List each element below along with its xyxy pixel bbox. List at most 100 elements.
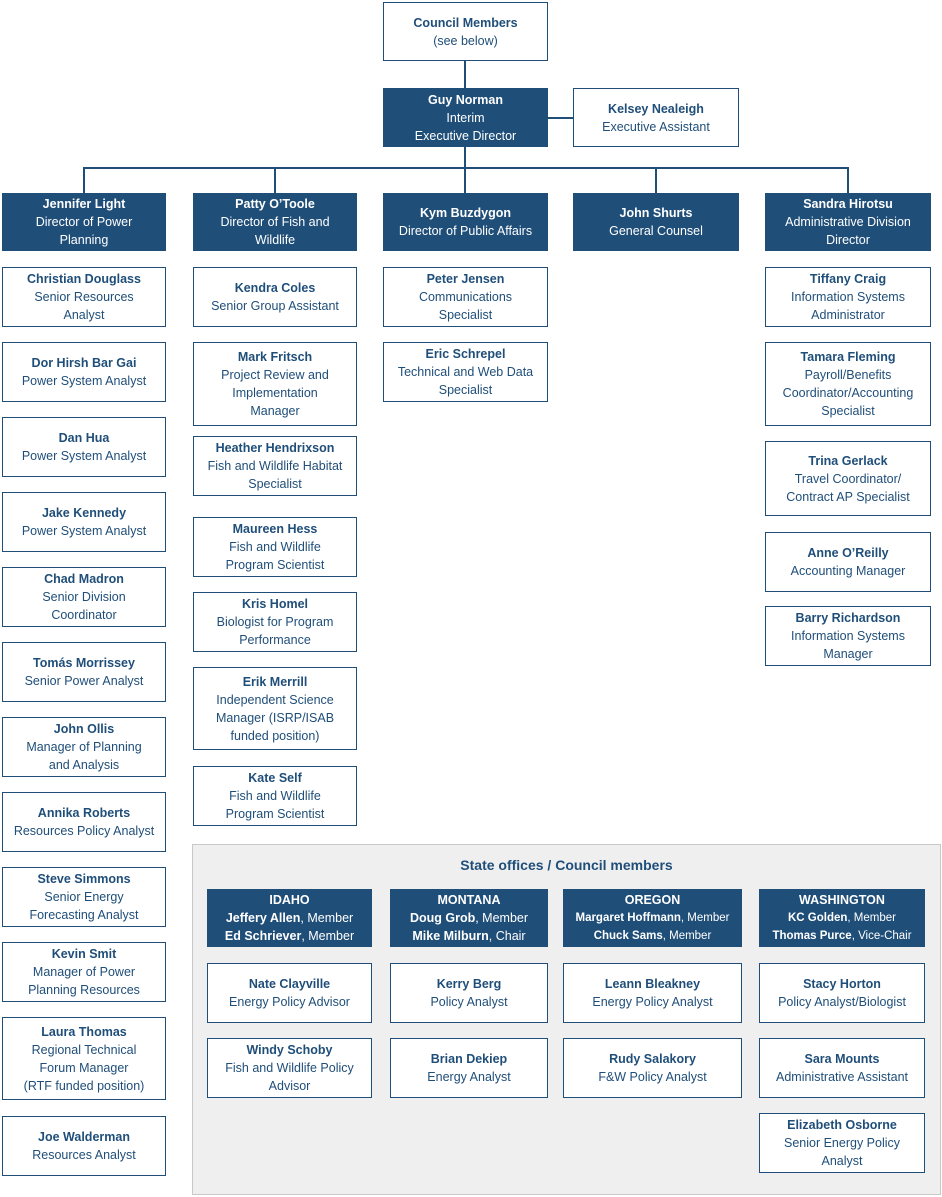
member-name: Mike Milburn bbox=[412, 929, 489, 943]
box-name: Council Members bbox=[413, 15, 518, 30]
member-role: , Vice-Chair bbox=[851, 930, 912, 942]
box-line: funded position) bbox=[230, 728, 320, 743]
box-line: Resources Analyst bbox=[32, 1148, 136, 1162]
staff-box: Nate Clayville Energy Policy Advisor bbox=[207, 963, 372, 1023]
box-name: Windy Schoby bbox=[246, 1043, 333, 1057]
box-line: Coordinator bbox=[51, 608, 117, 622]
box-line: Specialist bbox=[438, 383, 493, 397]
staff-box: Tomás Morrissey Senior Power Analyst bbox=[2, 642, 166, 702]
state-name: MONTANA bbox=[437, 893, 501, 907]
box-line: Project Review and bbox=[221, 368, 329, 382]
box-line: Payroll/Benefits bbox=[804, 368, 892, 382]
box-line: Regional Technical bbox=[31, 1042, 137, 1057]
member-name: Jeffery Allen bbox=[225, 911, 301, 925]
box-line: Planning bbox=[59, 233, 109, 247]
dept-administrative-box: Sandra Hirotsu Administrative Division D… bbox=[765, 193, 931, 251]
connector-director-down bbox=[464, 147, 466, 168]
staff-box: Joe Walderman Resources Analyst bbox=[2, 1116, 166, 1176]
staff-box: John Ollis Manager of Planning and Analy… bbox=[2, 717, 166, 777]
member-role: , Member bbox=[475, 911, 529, 925]
box-name: Kendra Coles bbox=[234, 281, 316, 295]
connector-dept-4 bbox=[655, 167, 657, 193]
box-line: Policy Analyst bbox=[430, 995, 508, 1009]
staff-box: Stacy Horton Policy Analyst/Biologist bbox=[759, 963, 925, 1023]
connector-dept-1 bbox=[83, 167, 85, 193]
member-role: , Member bbox=[662, 930, 712, 942]
box-line: Policy Analyst/Biologist bbox=[778, 995, 906, 1009]
box-name: Stacy Horton bbox=[803, 977, 881, 991]
box-line: Administrator bbox=[811, 308, 885, 322]
box-name: John Ollis bbox=[53, 722, 115, 736]
staff-box: Erik Merrill Independent Science Manager… bbox=[193, 667, 357, 750]
box-name: Leann Bleakney bbox=[604, 977, 701, 991]
box-line: Travel Coordinator/ bbox=[794, 471, 902, 486]
box-line: Information Systems bbox=[791, 290, 905, 304]
connector-dept-5 bbox=[847, 167, 849, 193]
box-name: Sandra Hirotsu bbox=[803, 197, 893, 211]
member-name: Margaret Hoffmann bbox=[575, 912, 681, 924]
member-name: Doug Grob bbox=[409, 911, 476, 925]
connector-top bbox=[464, 61, 466, 88]
member-role: , Member bbox=[680, 912, 730, 924]
box-name: Kerry Berg bbox=[436, 977, 502, 991]
box-name: Kris Homel bbox=[242, 597, 308, 611]
staff-box: Tiffany Craig Information Systems Admini… bbox=[765, 267, 931, 327]
staff-box: Chad Madron Senior Division Coordinator bbox=[2, 567, 166, 627]
box-name: Tamara Fleming bbox=[800, 350, 896, 364]
box-name: Elizabeth Osborne bbox=[787, 1118, 897, 1132]
staff-box: Steve Simmons Senior Energy Forecasting … bbox=[2, 867, 166, 927]
staff-box: Rudy Salakory F&W Policy Analyst bbox=[563, 1038, 742, 1098]
staff-box: Brian Dekiep Energy Analyst bbox=[390, 1038, 548, 1098]
box-name: Eric Schrepel bbox=[425, 347, 506, 361]
box-name: Nate Clayville bbox=[248, 977, 331, 991]
member-name: Ed Schriever bbox=[224, 929, 302, 943]
executive-director-box: Guy Norman Interim Executive Director bbox=[383, 88, 548, 147]
connector-dept-2 bbox=[274, 167, 276, 193]
box-line: Communications bbox=[418, 290, 513, 304]
box-name: Chad Madron bbox=[44, 572, 124, 586]
box-name: Kelsey Nealeigh bbox=[608, 101, 704, 116]
box-line: Resources Policy Analyst bbox=[13, 824, 155, 838]
box-line: Power System Analyst bbox=[21, 449, 147, 463]
box-name: Joe Walderman bbox=[38, 1130, 130, 1144]
box-line: Senior Group Assistant bbox=[211, 299, 339, 313]
connector-dept-3 bbox=[464, 167, 466, 193]
staff-box: Tamara Fleming Payroll/Benefits Coordina… bbox=[765, 342, 931, 426]
box-line: Biologist for Program bbox=[216, 615, 334, 629]
staff-box: Peter Jensen Communications Specialist bbox=[383, 267, 548, 327]
box-line: Technical and Web Data bbox=[397, 365, 534, 379]
box-name: Brian Dekiep bbox=[430, 1052, 508, 1066]
box-line: Director of Public Affairs bbox=[398, 224, 533, 238]
box-name: Jake Kennedy bbox=[41, 506, 127, 520]
staff-box: Eric Schrepel Technical and Web Data Spe… bbox=[383, 342, 548, 402]
box-line: Implementation bbox=[232, 386, 318, 400]
staff-box: Laura Thomas Regional Technical Forum Ma… bbox=[2, 1017, 166, 1100]
member-role: , Chair bbox=[488, 929, 526, 943]
box-line: (see below) bbox=[433, 33, 498, 48]
state-idaho-box: IDAHO Jeffery Allen, Member Ed Schriever… bbox=[207, 889, 372, 947]
box-name: Mark Fritsch bbox=[237, 350, 313, 364]
box-name: Laura Thomas bbox=[41, 1024, 127, 1039]
box-line: Information Systems bbox=[791, 629, 905, 643]
member-role: , Member bbox=[847, 912, 896, 924]
box-name: Guy Norman bbox=[427, 92, 503, 107]
staff-box: Dor Hirsh Bar Gai Power System Analyst bbox=[2, 342, 166, 402]
staff-box: Dan Hua Power System Analyst bbox=[2, 417, 166, 477]
box-line: Forum Manager bbox=[39, 1060, 129, 1075]
box-line: Director bbox=[826, 233, 870, 247]
state-name: WASHINGTON bbox=[799, 893, 885, 907]
box-line: Energy Policy Advisor bbox=[229, 995, 350, 1009]
staff-box: Anne O’Reilly Accounting Manager bbox=[765, 532, 931, 592]
state-offices-title: State offices / Council members bbox=[460, 857, 673, 873]
box-line: Analyst bbox=[63, 308, 105, 322]
box-line: Administrative Division bbox=[785, 215, 911, 229]
staff-box: Kerry Berg Policy Analyst bbox=[390, 963, 548, 1023]
box-line: Performance bbox=[239, 633, 311, 647]
staff-box: Kris Homel Biologist for Program Perform… bbox=[193, 592, 357, 652]
box-line: Fish and Wildlife bbox=[229, 789, 321, 803]
box-name: Erik Merrill bbox=[242, 674, 308, 689]
dept-power-box: Jennifer Light Director of Power Plannin… bbox=[2, 193, 166, 251]
box-line: Manager bbox=[823, 647, 873, 661]
box-name: Heather Hendrixson bbox=[215, 441, 335, 455]
box-line: Senior Power Analyst bbox=[24, 674, 144, 688]
